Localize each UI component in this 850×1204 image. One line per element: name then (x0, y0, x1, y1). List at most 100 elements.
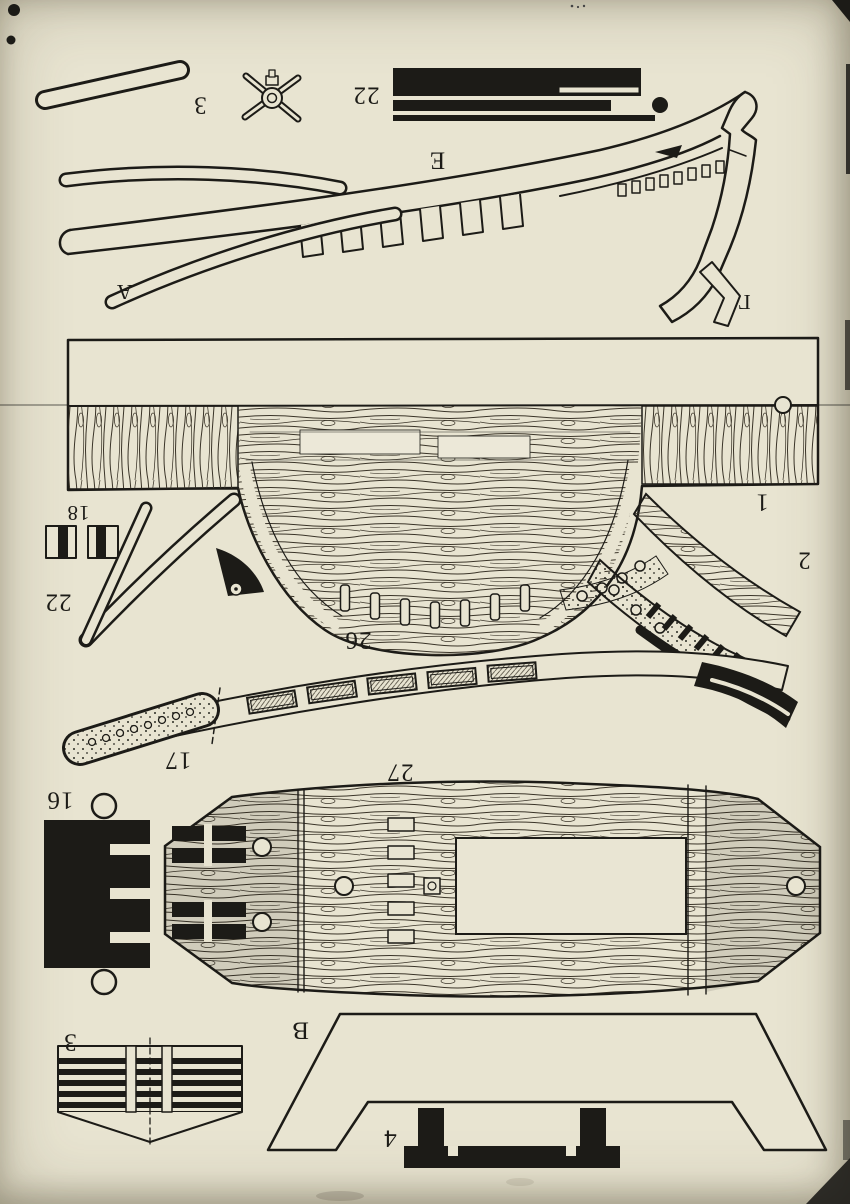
pad-hole-row (87, 707, 195, 747)
keel-hole-row (617, 156, 739, 197)
part-corner-g: Г (699, 261, 751, 327)
part-label-e: Е (429, 146, 445, 173)
peg (429, 601, 441, 629)
part-label-17: 17 (165, 746, 192, 773)
mast-socket (423, 877, 441, 895)
base-outline (266, 1012, 828, 1152)
bracket-tab (580, 1108, 606, 1150)
blade-stripe (710, 678, 790, 716)
keel-end-cap (58, 228, 72, 256)
peg-row (339, 584, 531, 629)
hatch-plate (305, 679, 359, 705)
batten-body (82, 504, 150, 644)
bracket-notch (566, 1146, 576, 1156)
speck (582, 4, 586, 8)
hole (715, 160, 725, 174)
part-label-1: 1 (755, 488, 769, 515)
batten-body (107, 209, 400, 307)
wood-batten (632, 492, 802, 638)
peg (519, 584, 531, 612)
deck-right-shade (706, 789, 820, 992)
part-label-2: 2 (797, 546, 811, 573)
hole (673, 171, 683, 185)
peg (489, 593, 501, 621)
comb-tooth (645, 602, 662, 619)
bollard-gap (204, 900, 212, 942)
hole (157, 715, 167, 725)
eyelet-hole (234, 587, 238, 591)
keel-step-edge (559, 147, 723, 197)
deck-left-shade (165, 791, 300, 989)
black-bar-thin (393, 115, 655, 121)
hole (645, 177, 655, 191)
black-dot (652, 97, 668, 113)
part-label-3-top: 3 (193, 91, 207, 118)
hole (115, 728, 125, 738)
belly-margin-line (539, 459, 629, 619)
spring-stripe (58, 1102, 242, 1108)
smudge (316, 1191, 364, 1201)
part-22-top: 22 (353, 68, 668, 121)
hole (129, 724, 139, 734)
small-hatch (387, 929, 415, 944)
bracket-bar (404, 1146, 620, 1168)
part-3-bottom: 3 (57, 1028, 243, 1149)
corner-piece (699, 261, 741, 327)
hole (87, 737, 97, 747)
bollard-gap (204, 824, 212, 866)
tooth (419, 205, 444, 242)
bracket-notch (448, 1146, 458, 1156)
square-black-bar (96, 526, 106, 558)
hull-hole (774, 396, 792, 414)
hole (143, 720, 153, 730)
plank-patch (299, 429, 421, 455)
part-batten-3-top: 3 (35, 60, 207, 118)
corner-mark (806, 1158, 850, 1204)
deck-opening (455, 837, 687, 935)
peg (399, 598, 411, 626)
part-16-block: 16 (44, 786, 150, 996)
deck-hole (786, 876, 806, 896)
peg (369, 592, 381, 620)
deck-hole (252, 912, 272, 932)
hatch-inner (370, 676, 414, 692)
part-propeller (241, 69, 302, 123)
small-hatch (387, 873, 415, 888)
small-hatch (387, 845, 415, 860)
comb-tooth (693, 634, 710, 651)
smudge (506, 1178, 534, 1186)
deck-hole (252, 837, 272, 857)
comb-tooth (661, 614, 678, 631)
small-hatch (387, 901, 415, 916)
hole (617, 183, 627, 197)
part-label-26: 26 (345, 626, 372, 653)
propeller-hub-hole (266, 92, 278, 104)
hatch-inner (430, 670, 474, 686)
keel-bottom-edge (66, 134, 722, 256)
speck (570, 4, 574, 8)
spring-slit (125, 1045, 137, 1113)
hatch-plate (426, 666, 478, 690)
hole (659, 174, 669, 188)
hole (171, 711, 181, 721)
part-batten-upper (58, 165, 348, 196)
corner-speck (8, 4, 20, 16)
corner-speck (6, 35, 16, 45)
eyelet (630, 604, 642, 616)
spring-slit (161, 1045, 173, 1113)
edge-mark (843, 1120, 850, 1160)
prow-stem (658, 90, 758, 324)
hatch-row (245, 661, 538, 715)
block-slot (110, 844, 150, 855)
peg (459, 599, 471, 627)
part-17-pad: 17 (62, 692, 220, 773)
tooth (459, 199, 484, 236)
part-label-g: Г (737, 290, 750, 314)
part-batten-a: А (104, 206, 403, 310)
keel-top-edge (68, 90, 747, 232)
belly-margin-left (239, 464, 341, 630)
hull-belly-wood (238, 406, 642, 656)
speck (576, 5, 580, 9)
